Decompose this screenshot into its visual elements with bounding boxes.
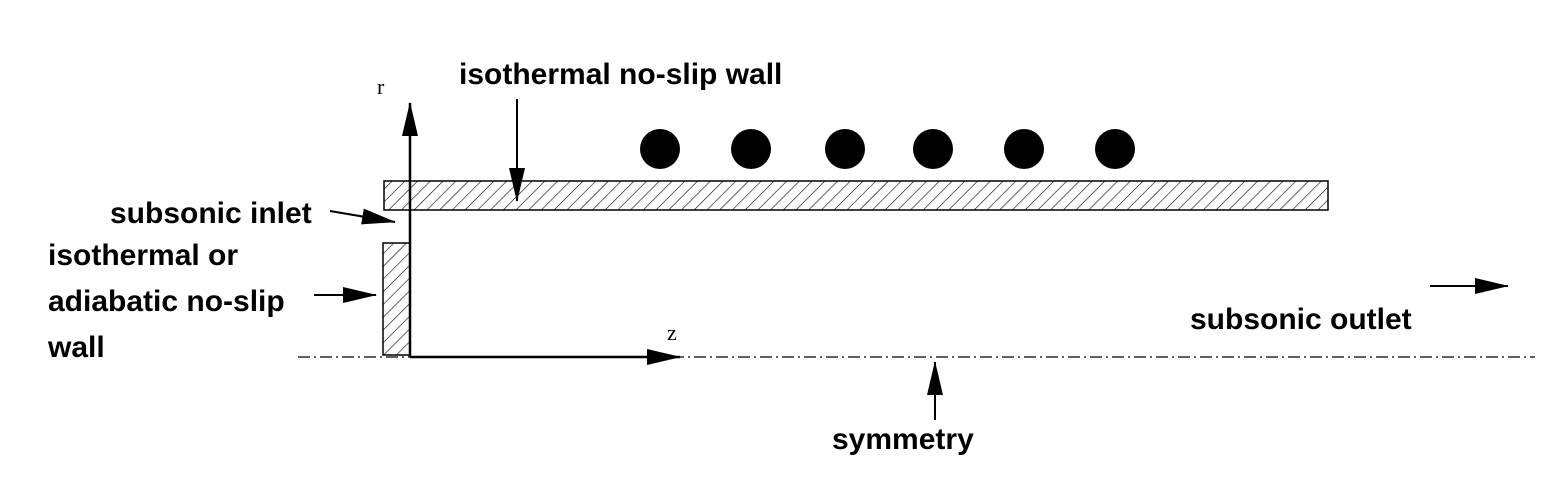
r-axis-label: r <box>377 74 385 99</box>
electrode-circle <box>913 129 953 169</box>
electrode-circle <box>825 129 865 169</box>
isothermal-wall-label: isothermal no-slip wall <box>459 58 782 91</box>
z-axis-label: z <box>667 320 677 345</box>
subsonic-outlet-label: subsonic outlet <box>1190 303 1412 336</box>
electrode-circle <box>1004 129 1044 169</box>
electrodes-group <box>640 129 1135 169</box>
electrode-circle <box>1095 129 1135 169</box>
inlet-wall-label-line1: isothermal or <box>48 239 238 272</box>
electrode-circle <box>640 129 680 169</box>
inlet-wall-label-line3: wall <box>47 331 105 364</box>
inlet-wall <box>382 242 411 356</box>
subsonic-inlet-label: subsonic inlet <box>110 197 312 230</box>
symmetry-label: symmetry <box>832 423 974 456</box>
outer-wall <box>383 180 1329 211</box>
inlet-wall-label-line2: adiabatic no-slip <box>48 285 285 318</box>
electrode-circle <box>731 129 771 169</box>
subsonic-inlet-arrow <box>329 208 396 225</box>
